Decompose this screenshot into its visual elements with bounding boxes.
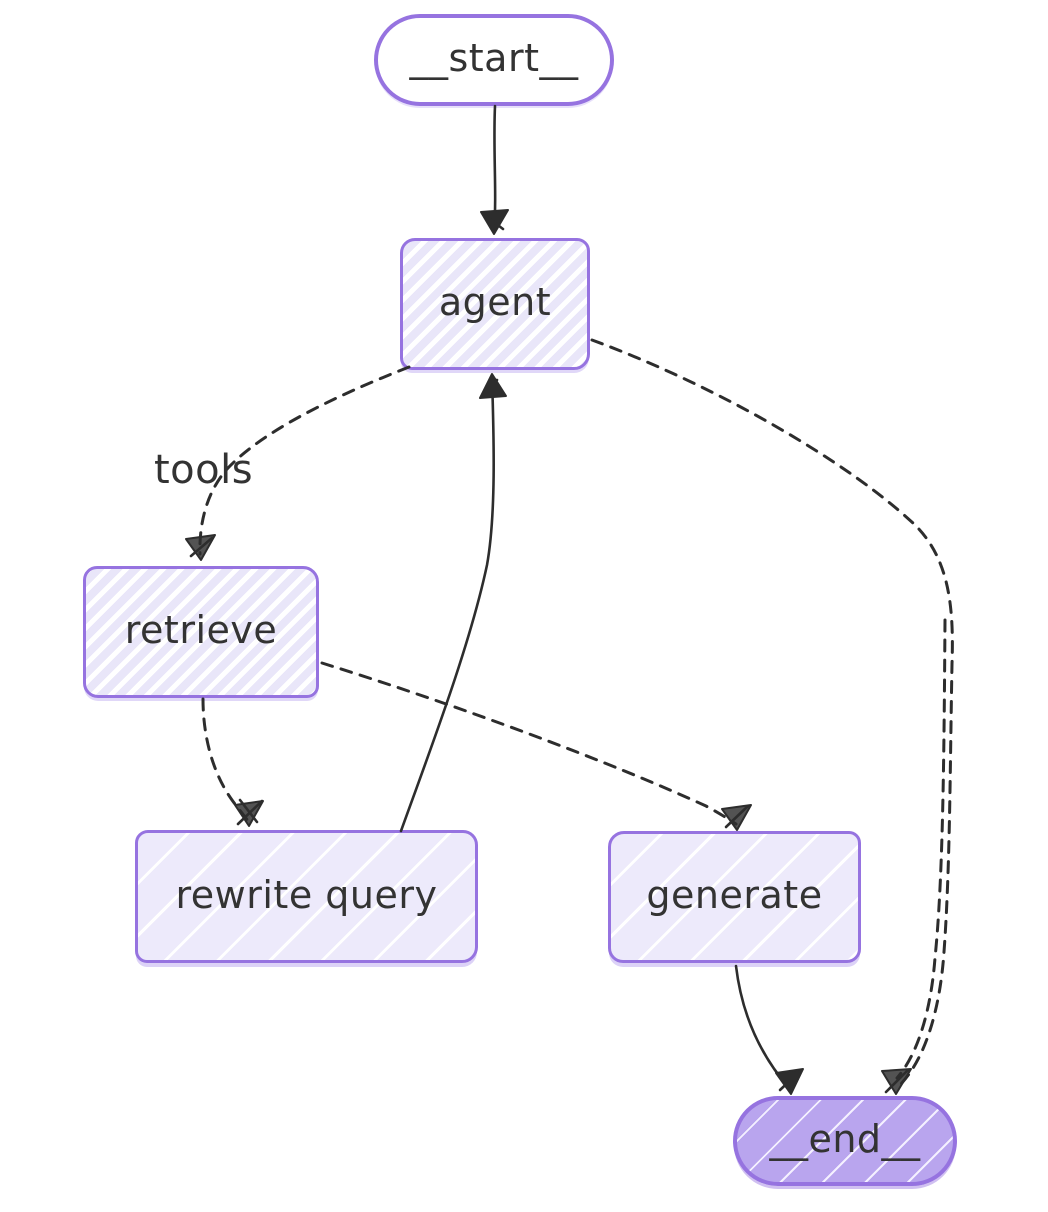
node-end: __end__ bbox=[733, 1096, 957, 1186]
edge-generate-end bbox=[734, 964, 804, 1095]
edge-agent-end bbox=[590, 338, 954, 1095]
node-label: __start__ bbox=[409, 36, 579, 80]
edge-start-agent bbox=[480, 104, 509, 235]
node-label: generate bbox=[646, 873, 823, 917]
node-label: agent bbox=[438, 280, 552, 324]
edge-rewrite-query-agent bbox=[399, 373, 507, 833]
node-rewrite-query: rewrite query bbox=[135, 830, 478, 963]
node-generate: generate bbox=[608, 831, 861, 963]
node-retrieve: retrieve bbox=[83, 566, 319, 698]
node-label: rewrite query bbox=[175, 872, 438, 917]
node-start: __start__ bbox=[374, 14, 614, 106]
node-agent: agent bbox=[400, 238, 590, 370]
node-label: retrieve bbox=[124, 608, 278, 652]
node-label: __end__ bbox=[769, 1117, 921, 1161]
edge-label-tools: tools bbox=[154, 447, 254, 493]
edge-retrieve-rewrite-query bbox=[201, 697, 264, 827]
edge-retrieve-generate bbox=[320, 661, 752, 831]
